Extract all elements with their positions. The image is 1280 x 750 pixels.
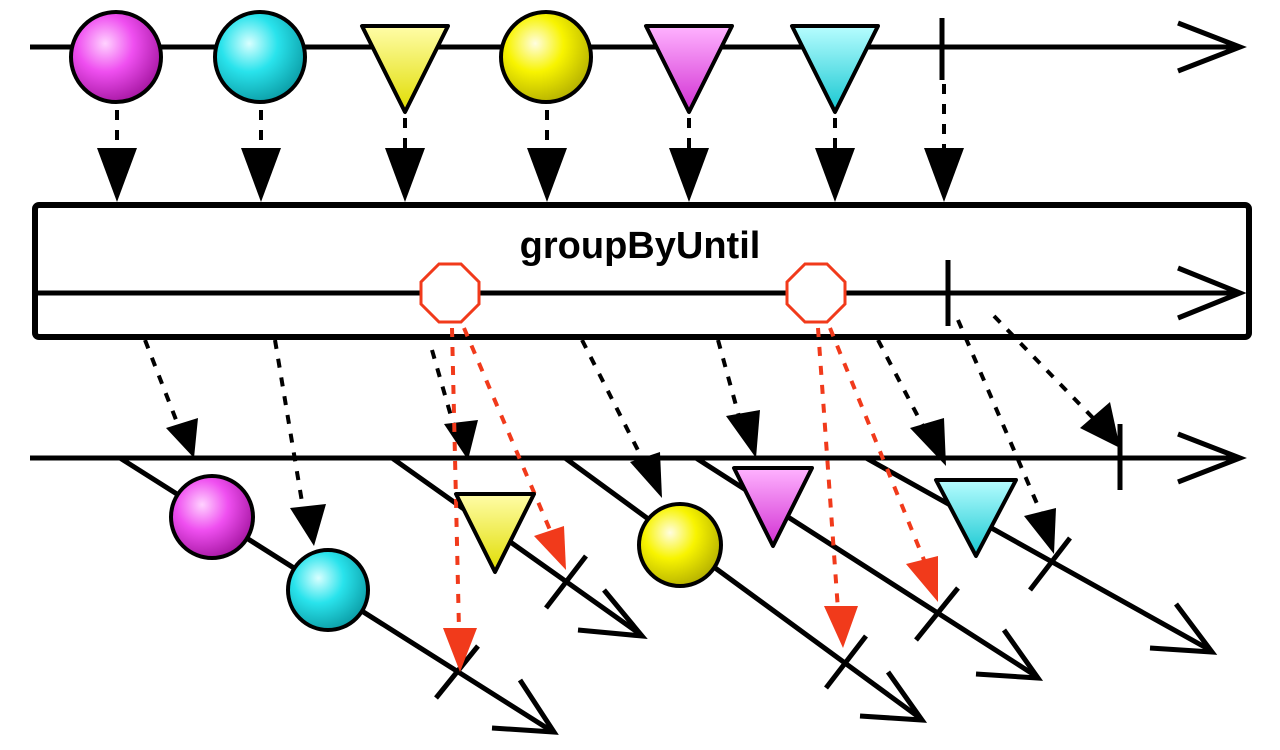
source-marble-cyan-circle (213, 10, 307, 104)
duration-end-octagon-2 (785, 262, 847, 324)
group-4-marble-magenta-triangle (732, 466, 814, 548)
duration-arrowheads (443, 526, 938, 672)
duration-1-to-group-1-arrow (450, 327, 461, 631)
group-2-spawn-arrow (430, 349, 457, 431)
emission-arrows (143, 314, 1097, 521)
source-timeline-arrowhead (1177, 20, 1247, 74)
source-marble-magenta-triangle (644, 24, 734, 114)
duration-1-to-group-1-arrowhead (443, 628, 477, 672)
group-3-spawn-arrowhead (630, 452, 662, 498)
group-5-completion-arrowhead (1024, 508, 1056, 554)
group-2-line (390, 455, 642, 637)
duration-arrows (450, 327, 926, 631)
group-2-marble-yellow-triangle (454, 492, 536, 574)
group-1-end-marker (434, 644, 480, 700)
input-arrowhead-6 (815, 148, 855, 202)
source-marble-yellow-triangle (360, 24, 450, 114)
input-arrowhead-3 (385, 148, 425, 202)
input-arrowhead-completion (924, 148, 964, 202)
group-1-arrowhead (491, 678, 559, 735)
duration-1-to-group-2-arrowhead (534, 526, 566, 570)
group-5-spawn-arrow (876, 339, 927, 431)
group-3-line (563, 455, 922, 721)
duration-2-to-group-4-arrowhead (906, 556, 938, 602)
duration-timeline-arrowhead (1177, 265, 1247, 321)
group-lines (118, 455, 1218, 735)
group-1-item-2-arrowhead (290, 504, 326, 546)
group-1-marble-magenta-circle (169, 474, 255, 560)
input-arrowhead-1 (97, 148, 137, 202)
source-marble-yellow-circle (499, 10, 593, 104)
outer-completion-arrow (992, 314, 1097, 422)
group-5-end-marker (1028, 536, 1072, 592)
operator-label: groupByUntil (520, 225, 761, 267)
duration-2-to-group-4-arrow (828, 327, 926, 561)
operator-box: groupByUntil (32, 202, 1252, 340)
group-5-marble-cyan-triangle (934, 478, 1018, 558)
group-4-spawn-arrow (716, 339, 742, 421)
group-2-end-marker (544, 554, 588, 610)
group-3-end-marker (824, 634, 868, 690)
group-1-item-2-arrow (273, 339, 307, 521)
group-1-marble-cyan-circle (286, 548, 370, 632)
duration-2-to-group-3-arrowhead (824, 606, 858, 648)
group-2-arrowhead (577, 588, 648, 640)
output-timeline (30, 424, 1247, 490)
source-marble-magenta-circle (69, 10, 163, 104)
group-3-spawn-arrow (580, 339, 650, 471)
group-4-arrowhead (975, 628, 1044, 681)
group-4-end-marker (914, 586, 960, 642)
emission-arrowheads (166, 402, 1120, 554)
duration-end-octagon-1 (419, 262, 481, 324)
input-arrowhead-2 (241, 148, 281, 202)
group-5-spawn-arrowhead (910, 418, 946, 466)
group-2 (390, 455, 648, 640)
group-1-spawn-arrow (143, 339, 182, 431)
output-timeline-arrowhead (1177, 431, 1247, 485)
group-marbles (169, 466, 1018, 632)
group-2-spawn-arrowhead (444, 420, 478, 460)
duration-2-to-group-3-arrow (816, 327, 840, 611)
input-arrowhead-5 (669, 148, 709, 202)
source-timeline (30, 10, 1247, 114)
input-arrowhead-4 (527, 148, 567, 202)
outer-completion-arrowhead (1080, 402, 1120, 448)
group-3-arrowhead (859, 670, 928, 723)
group-3 (563, 455, 928, 723)
group-5 (864, 455, 1218, 655)
source-marble-cyan-triangle (790, 24, 880, 114)
group-5-line (864, 455, 1212, 653)
group-5-arrowhead (1149, 602, 1218, 655)
group-4-spawn-arrowhead (726, 410, 760, 458)
group-1-spawn-arrowhead (166, 418, 198, 458)
group-3-marble-yellow-circle (637, 502, 723, 588)
input-arrowheads (97, 148, 964, 202)
